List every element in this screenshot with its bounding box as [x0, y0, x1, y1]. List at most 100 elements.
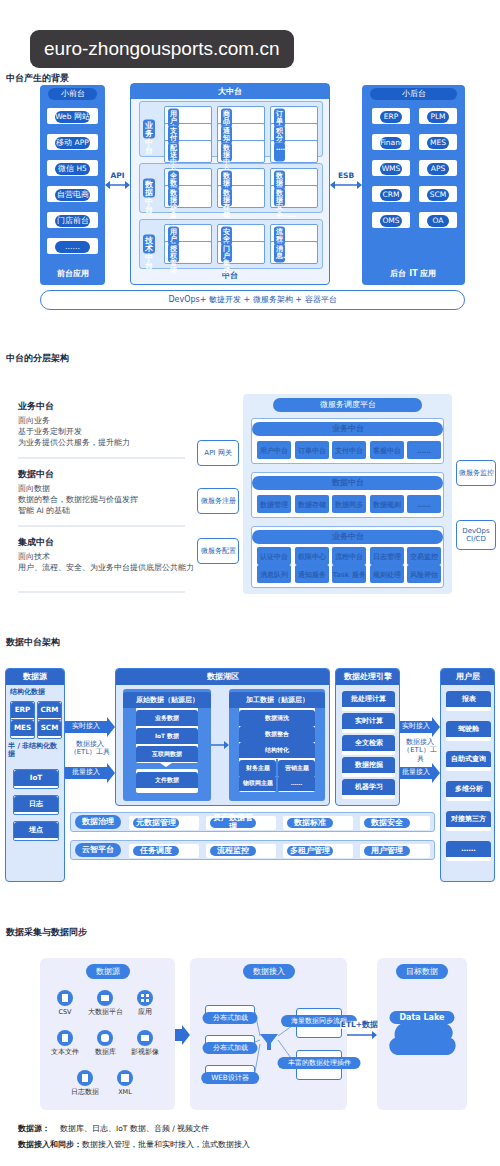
connector-arrow	[400, 717, 440, 737]
node-text: 大中台	[131, 84, 329, 99]
node-text: 日志	[14, 796, 58, 812]
item-box: 数据存储	[295, 495, 329, 513]
platform-bar: DevOps+ 敏捷开发 + 微服务架构 + 容器平台	[40, 290, 465, 310]
node-text: 数据沙盒	[168, 187, 179, 206]
text-label: 数据中台	[18, 468, 203, 481]
node-text: IoT	[14, 770, 58, 786]
node-text: 支付中台	[332, 444, 366, 458]
flow-line	[255, 1012, 260, 1036]
item-box: 日志管理	[370, 547, 404, 565]
item-box: 流程监控	[206, 844, 276, 858]
node-text: 对接第三方	[446, 811, 491, 827]
node-text: SCM	[427, 189, 449, 201]
item-box: 风险评估	[407, 565, 441, 583]
layer-group: 数据中台数据管理数据存储数据同步数据规则……	[251, 472, 444, 518]
service-box: API 网关	[197, 440, 239, 466]
source-icon	[77, 1070, 93, 1086]
node-text: 云智平台	[75, 843, 121, 857]
item-box: ……	[47, 238, 98, 254]
node-text: 数据整合	[239, 726, 315, 742]
item-box: 批处理计算	[342, 691, 395, 711]
item-box: 自助式查询	[446, 751, 491, 771]
node-text: 数据中台	[252, 476, 443, 490]
item-box: 多租户管理	[283, 844, 353, 858]
node-text: 批处理计算	[342, 691, 395, 707]
side-panel: 小前台前台应用Web 网站移动 APP微信 H5自营电商门店前台……	[40, 85, 105, 285]
icon-glyph	[146, 999, 149, 1002]
node-text: 机器学习	[342, 779, 395, 795]
node-text: 多维分析	[446, 781, 491, 797]
arrow-head	[105, 181, 110, 189]
node-text: MES	[11, 720, 34, 736]
process-box: WEB设计器	[205, 1065, 255, 1081]
text-label: 数据接入（ETL）工具	[401, 738, 439, 763]
node-text: 用户管理	[364, 846, 410, 856]
icon-glyph	[62, 1034, 68, 1042]
item-box: WMS	[372, 160, 410, 176]
node-text: Task 服务	[332, 568, 366, 582]
node-text: MES	[427, 137, 449, 149]
node-text: DevOps CI/CD	[457, 527, 495, 543]
item-box: ……	[270, 140, 318, 163]
item-box: 数据管理	[257, 495, 291, 513]
platform-panel: 大中台中台业务中台用户中心商品中心订单中心支付中心通知中心积分中心配送中心数据中…	[130, 83, 330, 285]
arrow-head	[432, 763, 440, 783]
node-text: 业务中台	[252, 530, 443, 544]
item-box: SCM	[37, 719, 62, 739]
connector-arrow	[335, 184, 357, 186]
item-box: 互联网数据	[136, 743, 198, 763]
item-box: 驾驶舱	[446, 721, 491, 741]
text-label: 面向技术	[18, 552, 203, 562]
item-box: 数据同步	[332, 495, 366, 513]
node-text: DevOps+ 敏捷开发 + 微服务架构 + 容器平台	[168, 295, 336, 304]
item-box: APS	[419, 160, 457, 176]
item-box: MES	[10, 719, 35, 739]
platform-group: 业务中台用户中心商品中心订单中心支付中心通知中心积分中心配送中心数据中心……	[139, 101, 323, 157]
node-text: 自助式查询	[446, 751, 491, 767]
section-heading: 数据采集与数据同步	[6, 926, 87, 939]
node-text: 客服中台	[370, 444, 404, 458]
node-text: 数据安全……	[274, 187, 285, 206]
node-text: 小后台	[370, 88, 457, 100]
arrow-head	[107, 763, 115, 783]
item-box: 埋点	[13, 821, 59, 841]
item-box: ……	[407, 441, 441, 459]
node-text: 数据湖区	[116, 669, 329, 685]
node-text: 消息……	[274, 243, 285, 262]
node-text: 数据管理	[257, 498, 291, 512]
node-text: 微服务监控	[459, 469, 494, 477]
arrow-head	[125, 181, 130, 189]
flow-line	[255, 1044, 260, 1072]
arrow-head	[330, 181, 335, 189]
icon-glyph	[146, 994, 149, 997]
edge-label: 批量接入	[401, 769, 431, 777]
node-text: 规则处理	[370, 568, 404, 582]
edge-label: API	[109, 172, 125, 180]
node-text: 资产数据管理	[210, 818, 256, 828]
item-box: 配送中心	[164, 140, 212, 163]
side-panel: 小后台后台 IT 应用ERPPLMFinanceMESWMSAPSCRMSCMO…	[362, 85, 465, 285]
separator-line	[18, 458, 185, 459]
node-text: 数据清洗	[239, 710, 315, 726]
item-box: 机器学习	[342, 779, 395, 799]
node-text: ERP	[11, 702, 34, 718]
icon-caption: XML	[105, 1088, 145, 1096]
item-box: 元数据管理	[129, 816, 199, 830]
text-label: 智能 AI 的基础	[18, 506, 203, 516]
edge-label: 批量接入	[71, 769, 101, 777]
text-label: 半 / 非结构化数据	[8, 742, 64, 758]
connector-arrow	[65, 763, 115, 783]
node-text: 微服务调度平台	[273, 398, 422, 412]
node-text: 自营电商	[55, 189, 90, 201]
node-text: 数据接入	[243, 964, 295, 979]
item-box: 全文检索	[342, 735, 395, 755]
section-heading: 中台的分层架构	[6, 352, 69, 365]
source-icon	[97, 1030, 113, 1046]
connector-arrow	[211, 744, 224, 746]
item-box: Task 服务	[332, 565, 366, 583]
node-text: 分布式加载	[203, 1012, 258, 1024]
section-heading: 数据中台架构	[6, 636, 60, 649]
icon-caption: 大数据平台	[85, 1008, 125, 1017]
node-text: 用户中台	[257, 444, 291, 458]
node-text: 交易监控	[407, 550, 441, 564]
